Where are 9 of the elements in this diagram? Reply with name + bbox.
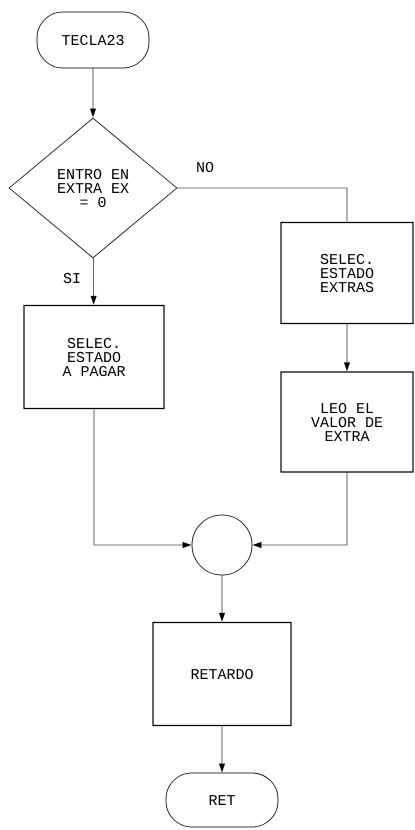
process-box: SELEC. ESTADO A PAGAR [23, 304, 165, 410]
process-box: LEO EL VALOR DE EXTRA [280, 371, 414, 473]
connector-circle [192, 514, 252, 576]
process-box: SELEC. ESTADO EXTRAS [280, 222, 414, 324]
process-box: RETARDO [152, 622, 292, 726]
terminal: RET [166, 772, 278, 828]
edge-label: SI [62, 272, 82, 284]
terminal: TECLA23 [36, 12, 150, 68]
edge-label: NO [195, 160, 215, 174]
